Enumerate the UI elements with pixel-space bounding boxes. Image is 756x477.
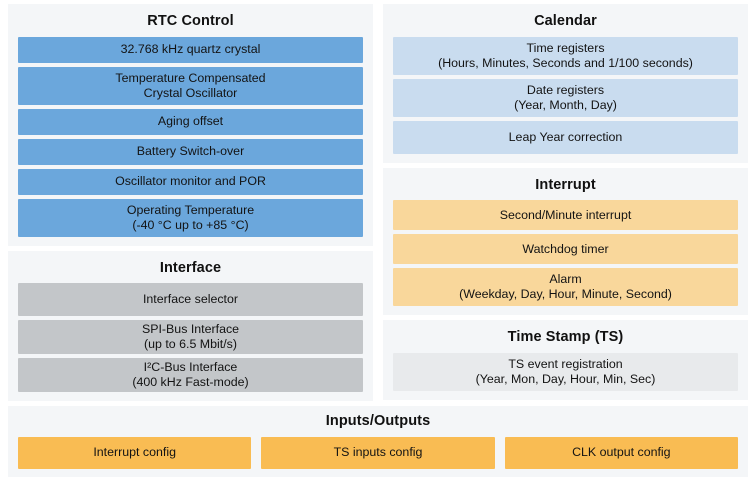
- rtc-item-operating-temperature[interactable]: Operating Temperature (-40 °C up to +85 …: [18, 198, 363, 237]
- interface-item-selector[interactable]: Interface selector: [18, 283, 363, 317]
- interface-item-spi-bus-label-line2: (up to 6.5 Mbit/s): [144, 337, 237, 352]
- panel-rtc-control: RTC Control 32.768 kHz quartz crystal Te…: [8, 4, 373, 246]
- right-column: Calendar Time registers (Hours, Minutes,…: [383, 4, 748, 401]
- calendar-item-time-registers-label-line2: (Hours, Minutes, Seconds and 1/100 secon…: [438, 55, 693, 70]
- rtc-item-battery-switch-over-label: Battery Switch-over: [136, 144, 245, 159]
- rtc-item-tcxo[interactable]: Temperature Compensated Crystal Oscillat…: [18, 66, 363, 105]
- panel-interrupt: Interrupt Second/Minute interrupt Watchd…: [383, 167, 748, 316]
- interrupt-item-second-minute[interactable]: Second/Minute interrupt: [393, 200, 738, 231]
- calendar-item-date-registers-label-line1: Date registers: [526, 82, 605, 97]
- rtc-item-aging-offset[interactable]: Aging offset: [18, 108, 363, 135]
- interface-item-spi-bus-label-line1: SPI-Bus Interface: [141, 322, 240, 337]
- rtc-item-quartz-crystal-label: 32.768 kHz quartz crystal: [120, 42, 261, 57]
- io-item-clk-output-config[interactable]: CLK output config: [504, 437, 738, 470]
- panel-title-rtc-control: RTC Control: [147, 13, 234, 29]
- io-item-interrupt-config-label: Interrupt config: [93, 445, 176, 460]
- rtc-item-oscillator-monitor-por-label: Oscillator monitor and POR: [115, 174, 266, 189]
- time-stamp-item-event-registration-label-line1: TS event registration: [508, 356, 623, 371]
- interrupt-item-alarm[interactable]: Alarm (Weekday, Day, Hour, Minute, Secon…: [393, 268, 738, 307]
- time-stamp-item-event-registration[interactable]: TS event registration (Year, Mon, Day, H…: [393, 353, 738, 392]
- time-stamp-item-event-registration-label-line2: (Year, Mon, Day, Hour, Min, Sec): [475, 372, 656, 387]
- interrupt-item-alarm-label-line2: (Weekday, Day, Hour, Minute, Second): [459, 287, 672, 302]
- calendar-item-time-registers[interactable]: Time registers (Hours, Minutes, Seconds …: [393, 36, 738, 75]
- io-item-ts-inputs-config[interactable]: TS inputs config: [261, 437, 495, 470]
- panel-title-time-stamp: Time Stamp (TS): [507, 329, 624, 346]
- panel-inputs-outputs: Inputs/Outputs Interrupt config TS input…: [8, 406, 748, 477]
- interface-item-selector-label: Interface selector: [142, 292, 239, 307]
- panel-title-interface: Interface: [159, 259, 222, 276]
- panel-title-calendar: Calendar: [534, 13, 597, 29]
- calendar-item-leap-year-correction-label: Leap Year correction: [508, 129, 623, 144]
- diagram-columns: RTC Control 32.768 kHz quartz crystal Te…: [8, 4, 748, 402]
- calendar-item-time-registers-label-line1: Time registers: [526, 40, 605, 55]
- left-column: RTC Control 32.768 kHz quartz crystal Te…: [8, 4, 373, 402]
- panel-title-inputs-outputs: Inputs/Outputs: [325, 413, 431, 430]
- panel-time-stamp: Time Stamp (TS) TS event registration (Y…: [383, 320, 748, 401]
- rtc-item-operating-temperature-label-line1: Operating Temperature: [126, 202, 255, 217]
- inputs-outputs-row: Interrupt config TS inputs config CLK ou…: [18, 437, 738, 470]
- rtc-item-tcxo-label-line1: Temperature Compensated: [115, 70, 266, 85]
- rtc-item-aging-offset-label: Aging offset: [157, 114, 224, 129]
- interface-item-spi-bus[interactable]: SPI-Bus Interface (up to 6.5 Mbit/s): [18, 320, 363, 355]
- rtc-item-operating-temperature-label-line2: (-40 °C up to +85 °C): [132, 217, 249, 232]
- interrupt-item-watchdog-timer-label: Watchdog timer: [522, 241, 609, 256]
- interrupt-item-second-minute-label: Second/Minute interrupt: [499, 207, 632, 222]
- rtc-item-battery-switch-over[interactable]: Battery Switch-over: [18, 138, 363, 165]
- interrupt-item-watchdog-timer[interactable]: Watchdog timer: [393, 234, 738, 265]
- interface-item-i2c-bus-label-line1: I²C-Bus Interface: [143, 360, 238, 375]
- io-item-ts-inputs-config-label: TS inputs config: [333, 445, 423, 460]
- panel-interface: Interface Interface selector SPI-Bus Int…: [8, 250, 373, 402]
- rtc-item-tcxo-label-line2: Crystal Oscillator: [143, 85, 238, 100]
- interface-item-i2c-bus-label-line2: (400 kHz Fast-mode): [132, 375, 249, 390]
- interface-item-i2c-bus[interactable]: I²C-Bus Interface (400 kHz Fast-mode): [18, 358, 363, 393]
- interrupt-item-alarm-label-line1: Alarm: [549, 272, 582, 287]
- rtc-item-oscillator-monitor-por[interactable]: Oscillator monitor and POR: [18, 168, 363, 195]
- calendar-item-date-registers[interactable]: Date registers (Year, Month, Day): [393, 78, 738, 117]
- io-item-clk-output-config-label: CLK output config: [572, 445, 671, 460]
- panel-calendar: Calendar Time registers (Hours, Minutes,…: [383, 4, 748, 163]
- calendar-item-date-registers-label-line2: (Year, Month, Day): [514, 97, 617, 112]
- rtc-item-quartz-crystal[interactable]: 32.768 kHz quartz crystal: [18, 36, 363, 63]
- calendar-item-leap-year-correction[interactable]: Leap Year correction: [393, 120, 738, 154]
- io-item-interrupt-config[interactable]: Interrupt config: [18, 437, 252, 470]
- panel-title-interrupt: Interrupt: [535, 176, 596, 193]
